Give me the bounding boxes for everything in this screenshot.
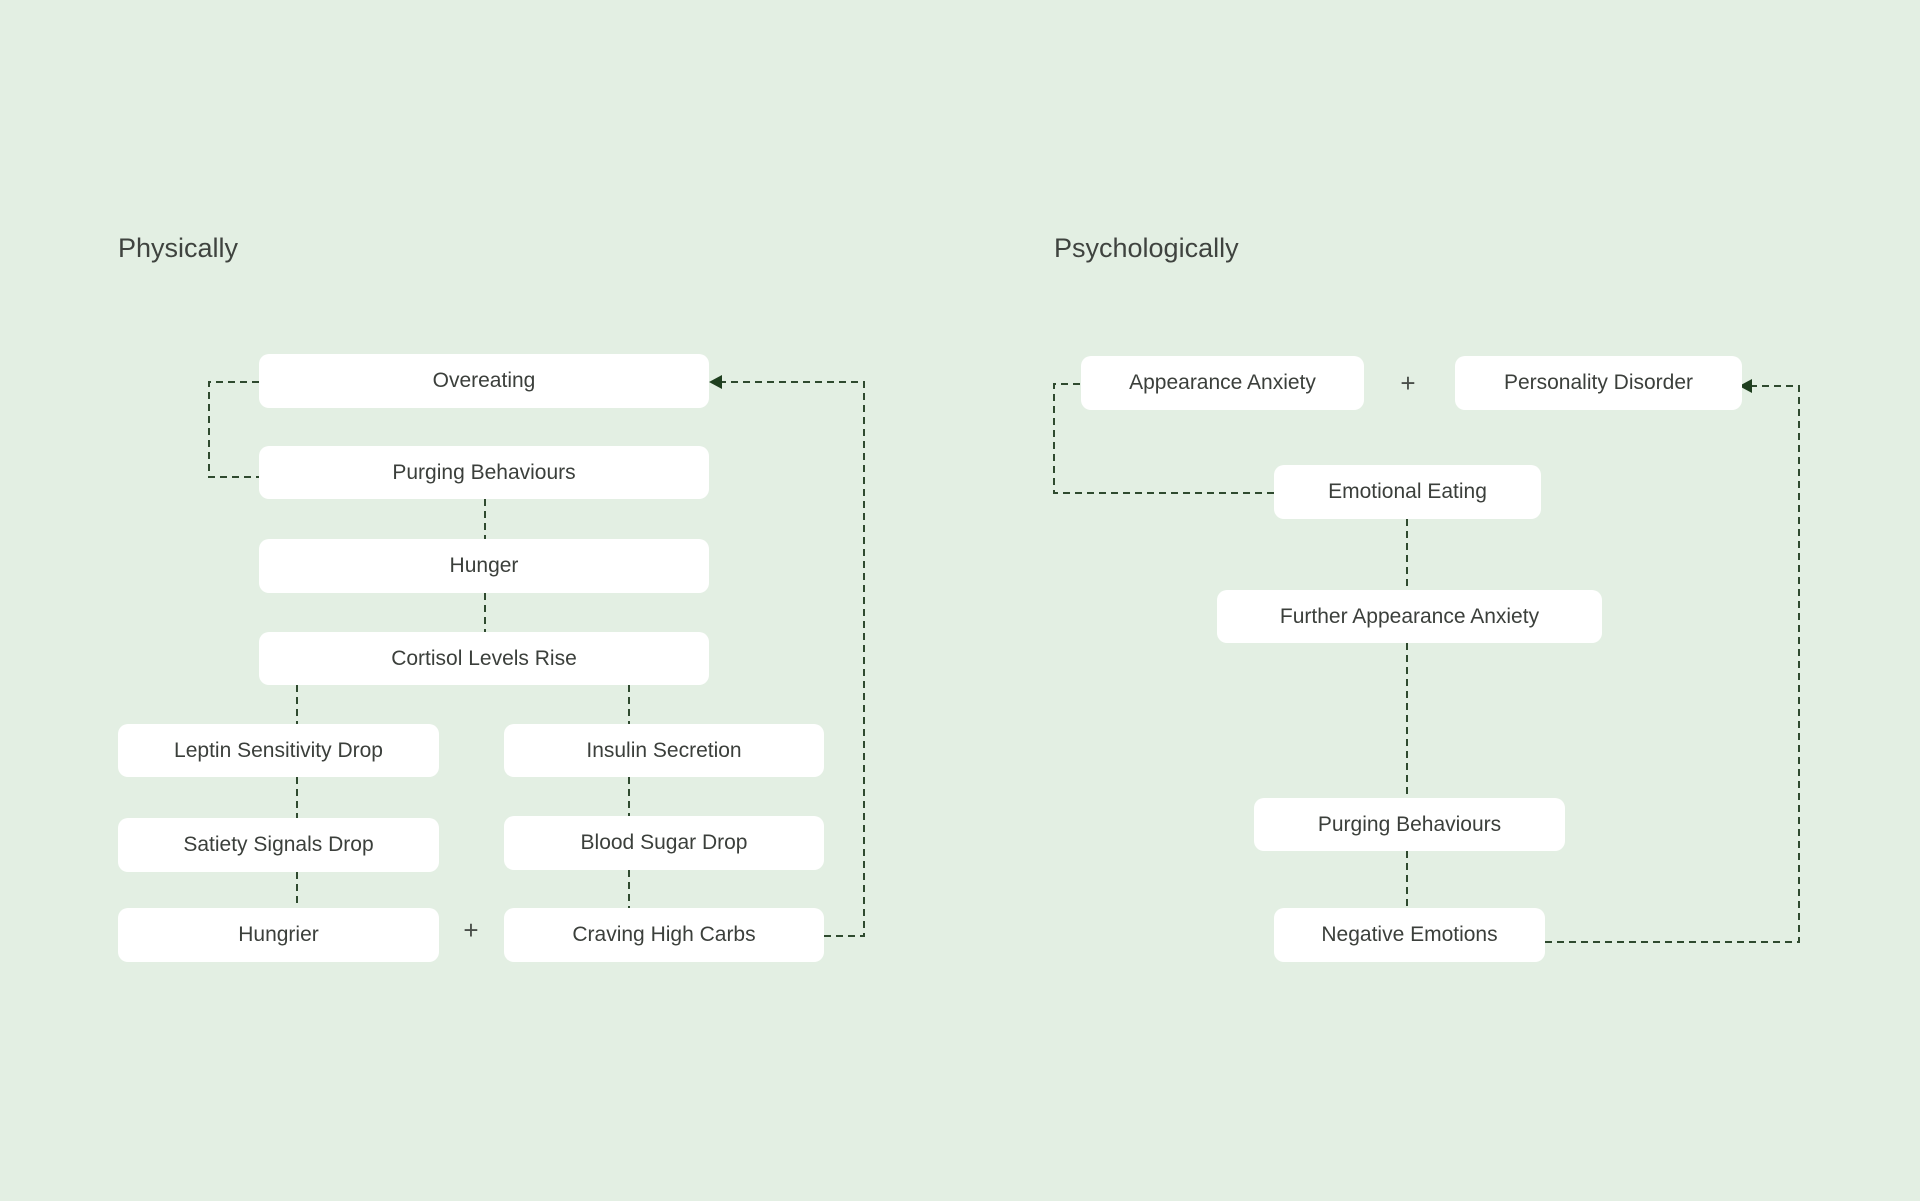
connector-negative-to-personality xyxy=(1545,385,1800,943)
plus-sign-psychologically: + xyxy=(1400,368,1416,398)
node-personality-disorder: Personality Disorder xyxy=(1455,356,1742,410)
connector-purging-to-overeating xyxy=(208,381,259,478)
node-insulin-secretion: Insulin Secretion xyxy=(504,724,824,777)
node-cortisol-levels-rise: Cortisol Levels Rise xyxy=(259,632,709,685)
node-hungrier: Hungrier xyxy=(118,908,439,962)
node-purging-behaviours-psych: Purging Behaviours xyxy=(1254,798,1565,851)
node-appearance-anxiety: Appearance Anxiety xyxy=(1081,356,1364,410)
node-craving-high-carbs: Craving High Carbs xyxy=(504,908,824,962)
arrowhead-personality xyxy=(1739,379,1752,393)
node-leptin-sensitivity-drop: Leptin Sensitivity Drop xyxy=(118,724,439,777)
node-further-appearance-anxiety: Further Appearance Anxiety xyxy=(1217,590,1602,643)
section-title-psychologically: Psychologically xyxy=(1054,233,1239,263)
node-satiety-signals-drop: Satiety Signals Drop xyxy=(118,818,439,872)
plus-sign-physically: + xyxy=(463,915,479,945)
node-overeating: Overeating xyxy=(259,354,709,408)
node-negative-emotions: Negative Emotions xyxy=(1274,908,1545,962)
node-hunger: Hunger xyxy=(259,539,709,593)
node-blood-sugar-drop: Blood Sugar Drop xyxy=(504,816,824,870)
arrowhead-overeating xyxy=(709,375,722,389)
section-title-physically: Physically xyxy=(118,233,239,263)
connector-emotional-to-appearance xyxy=(1053,383,1274,494)
node-emotional-eating: Emotional Eating xyxy=(1274,465,1541,519)
connector-cravings-to-overeating xyxy=(722,381,865,937)
node-purging-behaviours: Purging Behaviours xyxy=(259,446,709,499)
